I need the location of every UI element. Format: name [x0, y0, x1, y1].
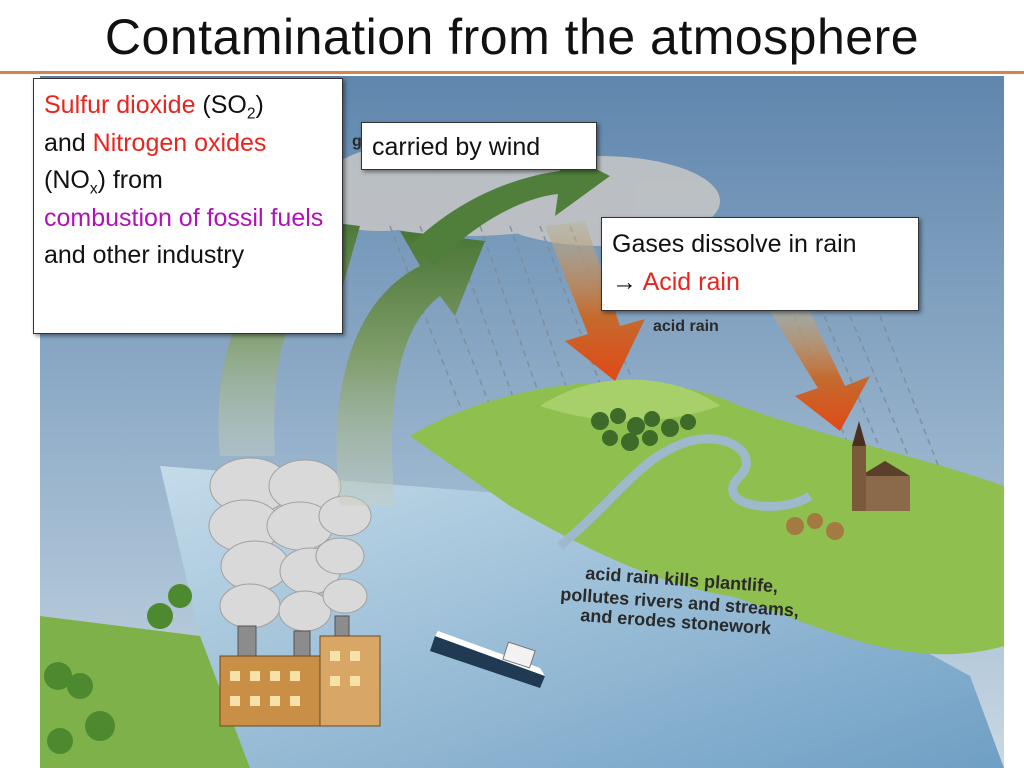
forest [591, 408, 696, 451]
carried-by-wind-callout: carried by wind [361, 122, 597, 170]
nox-close: ) from [97, 166, 163, 194]
ship-icon [430, 631, 545, 688]
sulfur-dioxide-text: Sulfur dioxide [44, 91, 196, 119]
cloud-partial-label: g [352, 133, 362, 150]
gases-dissolve-text: Gases dissolve in rain [612, 230, 857, 258]
acid-rain-label: acid rain [653, 318, 719, 335]
arrow-right-icon: → [612, 267, 637, 296]
dying-trees [786, 513, 844, 540]
acid-rain-illustration: g [40, 76, 1004, 768]
acid-rain-arrow-left [545, 221, 645, 381]
nox-open: (NO [44, 166, 90, 194]
title-divider [0, 71, 1024, 74]
nox-subscript: x [89, 180, 98, 198]
combustion-text: combustion of fossil fuels [44, 203, 324, 232]
far-hill [540, 379, 720, 421]
slide-title: Contamination from the atmosphere [104, 9, 920, 65]
and-text: and [44, 128, 93, 157]
emission-source-callout: Sulfur dioxide (SO2) and Nitrogen oxides… [33, 78, 343, 334]
factory-icon [219, 635, 381, 727]
nitrogen-oxides-text: Nitrogen oxides [92, 128, 267, 157]
so2-open: (SO [195, 91, 247, 119]
river [557, 434, 813, 550]
smoke-plumes [208, 457, 372, 632]
so2-close: ) [255, 91, 264, 119]
so2-subscript: 2 [246, 105, 256, 123]
foreground-trees [44, 584, 192, 754]
acid-rain-text: Acid rain [642, 267, 740, 296]
other-industry-text: and other industry [44, 241, 245, 269]
acid-rain-callout: Gases dissolve in rain → Acid rain [601, 217, 919, 311]
wind-arrow [410, 146, 610, 266]
carried-by-wind-text: carried by wind [372, 133, 541, 161]
emission-arrow-right [336, 231, 485, 506]
church-icon [852, 421, 910, 511]
acid-rain-arrow-right [770, 301, 870, 431]
